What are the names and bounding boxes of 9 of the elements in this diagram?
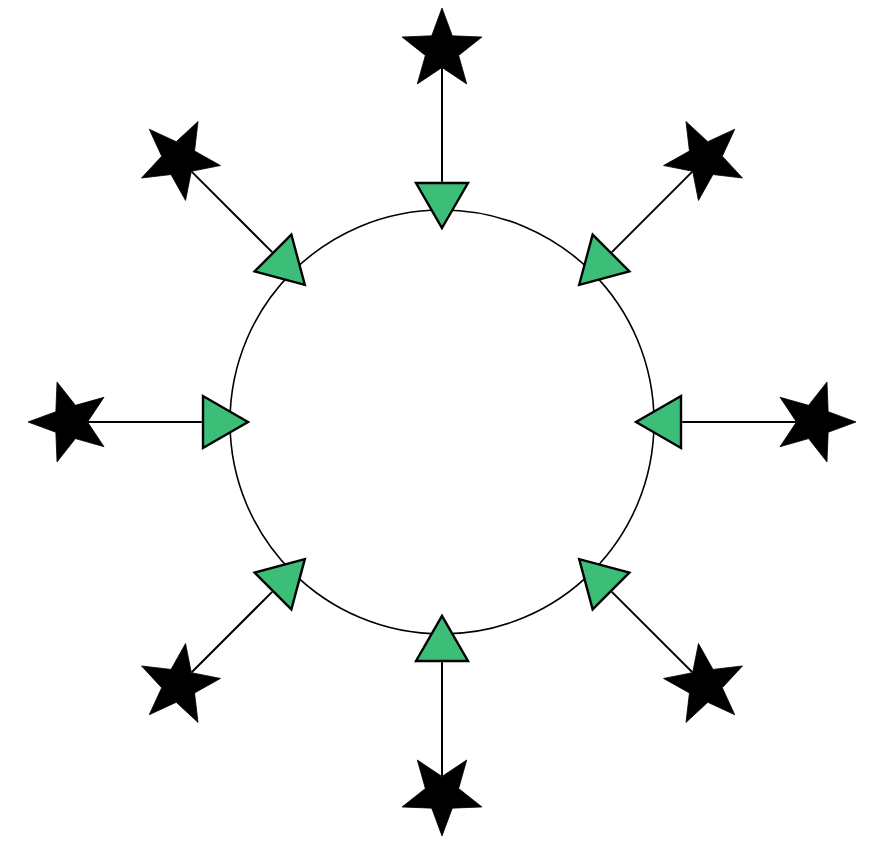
- star-icon: [401, 7, 483, 85]
- star-icon: [663, 643, 743, 723]
- star-icon: [401, 759, 483, 837]
- circle-outline: [229, 209, 655, 635]
- star-icon: [141, 121, 221, 201]
- star-icon: [27, 381, 105, 463]
- star-icon: [141, 643, 221, 723]
- star-icon: [663, 121, 743, 201]
- star-icon: [779, 381, 857, 463]
